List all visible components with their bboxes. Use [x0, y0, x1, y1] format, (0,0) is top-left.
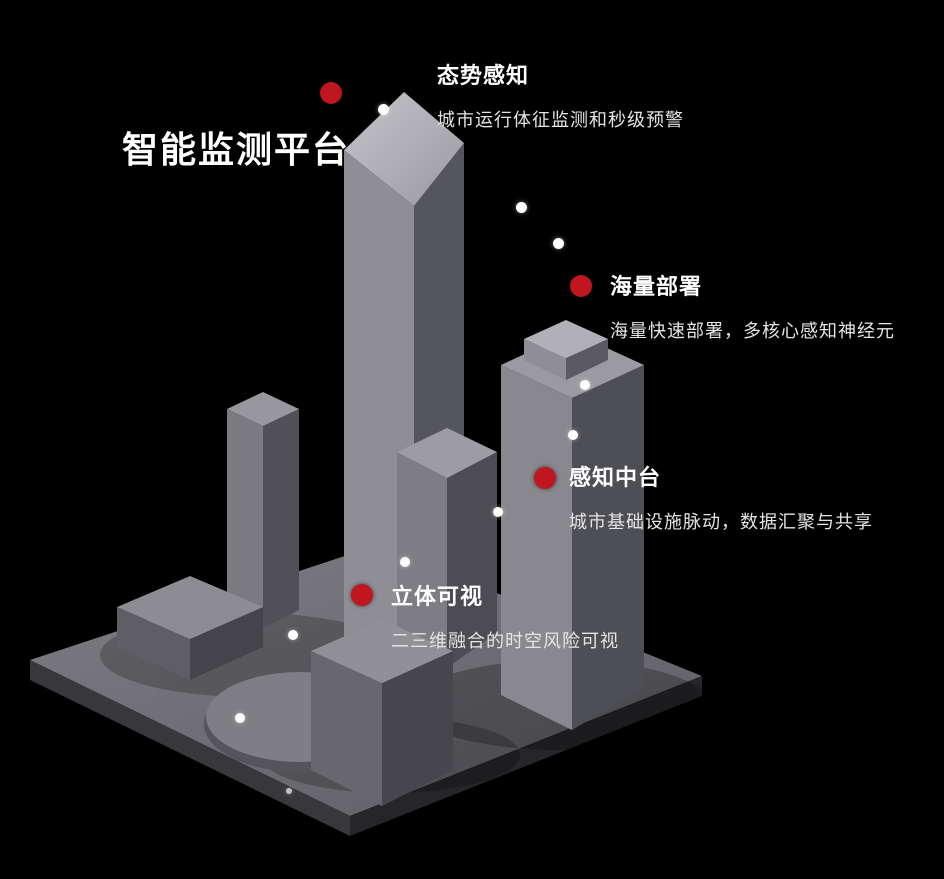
- callout-situation-awareness: 态势感知 城市运行体征监测和秒级预警: [437, 58, 684, 132]
- building-left-low-box: [117, 576, 263, 680]
- marker-3d-visual-dot: [351, 584, 373, 606]
- page-title: 智能监测平台: [122, 129, 351, 170]
- building-main-tall-tower: [344, 92, 464, 712]
- callout-title: 态势感知: [437, 63, 530, 88]
- callout-desc: 城市基础设施脉动，数据汇聚与共享: [569, 512, 873, 532]
- building-right-tower: [501, 320, 644, 730]
- callout-title: 立体可视: [391, 584, 484, 609]
- marker-mass-deployment-dot: [570, 275, 592, 297]
- marker-perception-platform-dot: [534, 467, 556, 489]
- marker-situation-awareness-dot: [320, 82, 342, 104]
- callout-3d-visual: 立体可视 二三维融合的时空风险可视: [391, 579, 619, 653]
- callout-desc: 海量快速部署，多核心感知神经元: [610, 321, 895, 341]
- callout-title: 感知中台: [569, 465, 662, 490]
- callout-perception-platform: 感知中台 城市基础设施脉动，数据汇聚与共享: [569, 460, 873, 534]
- callout-mass-deployment: 海量部署 海量快速部署，多核心感知神经元: [610, 269, 895, 343]
- building-mid-tower: [397, 428, 497, 668]
- building-left-tower: [227, 392, 299, 628]
- callout-desc: 二三维融合的时空风险可视: [391, 631, 619, 651]
- callout-title: 海量部署: [610, 274, 703, 299]
- callout-desc: 城市运行体征监测和秒级预警: [437, 110, 684, 130]
- building-front-box: [311, 620, 453, 806]
